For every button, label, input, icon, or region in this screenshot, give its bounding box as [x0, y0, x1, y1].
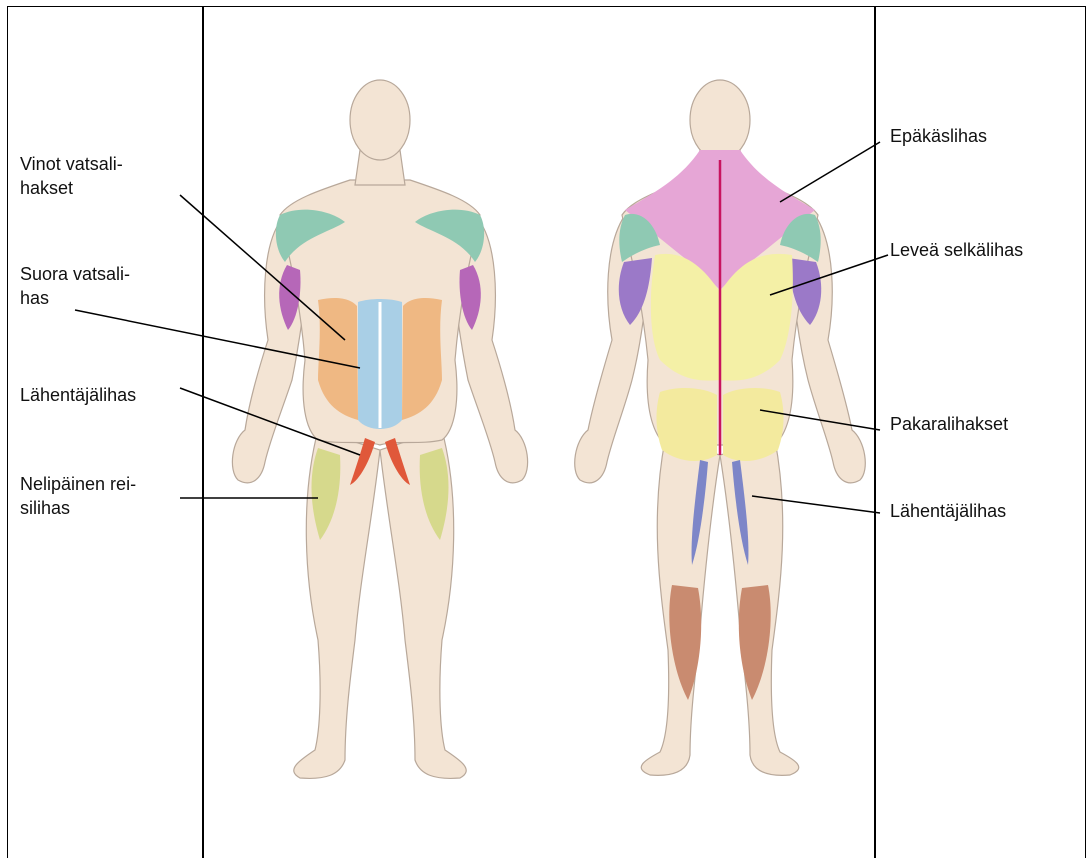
front-head	[350, 80, 410, 160]
label-vinot-vatsalihakset: Vinot vatsali- hakset	[20, 152, 123, 200]
label-suora-vatsalihas: Suora vatsali- has	[20, 262, 130, 310]
back-gluteus-left	[656, 388, 717, 461]
back-head	[690, 80, 750, 160]
front-figure	[232, 80, 527, 778]
back-gluteus-right	[723, 388, 784, 461]
label-lahentajalihas-front: Lähentäjälihas	[20, 383, 136, 407]
label-nelipainen-reisilihas: Nelipäinen rei- silihas	[20, 472, 136, 520]
back-figure	[575, 80, 866, 775]
label-levea-selkalihas: Leveä selkälihas	[890, 238, 1023, 262]
label-lahentajalihas-back: Lähentäjälihas	[890, 499, 1006, 523]
label-epakaslihas: Epäkäslihas	[890, 124, 987, 148]
label-pakaralihakset: Pakaralihakset	[890, 412, 1008, 436]
